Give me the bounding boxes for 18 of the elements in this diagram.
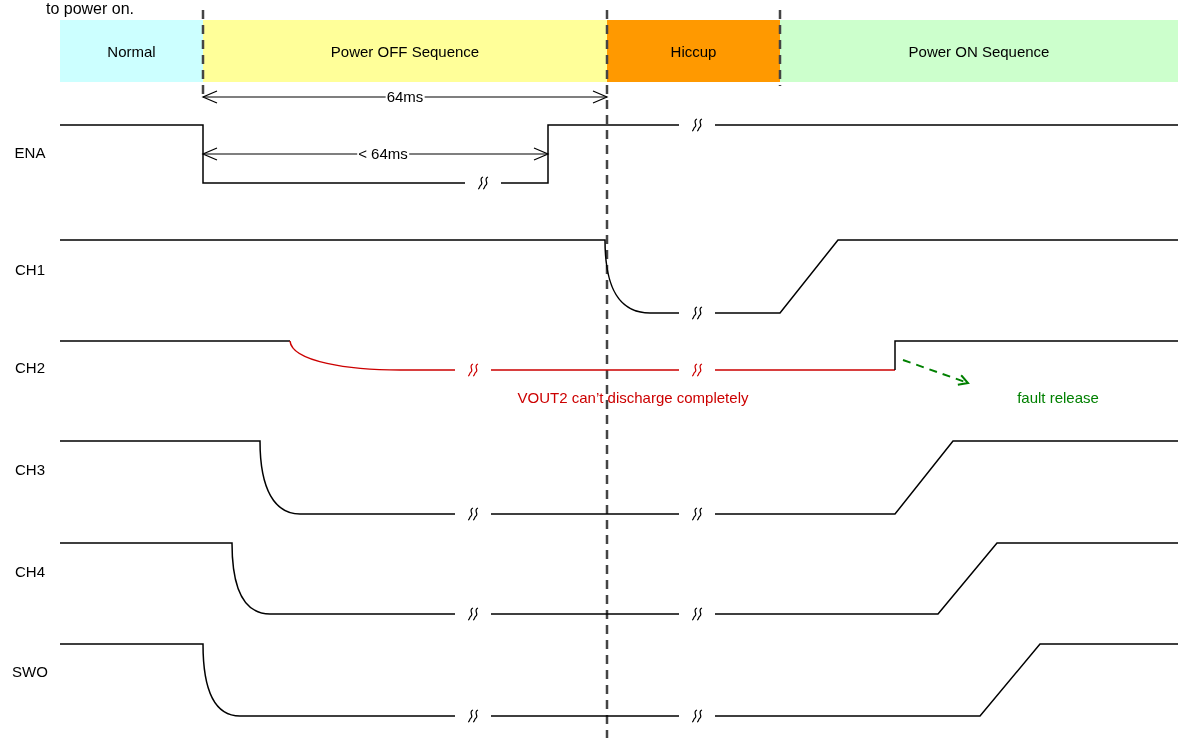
signal-name: CH1 [14,261,46,279]
signal-name: CH3 [14,461,46,479]
annotation-text: VOUT2 can’t discharge completely [516,389,750,407]
phase-label: Normal [107,42,156,60]
phase-band [780,20,1178,82]
phase-band [60,20,203,82]
signal-name: CH4 [14,563,46,581]
annotation-text: fault release [1017,389,1099,406]
note-text: to power on. [44,0,136,19]
arrow [902,359,969,386]
phase-band [607,20,780,82]
signal-name: CH2 [14,359,46,377]
signal-name: SWO [11,663,49,681]
phase-label: Power ON Sequence [908,42,1050,60]
phase-band [203,20,607,82]
phase-label: Hiccup [670,42,717,60]
phase-label: Power OFF Sequence [330,42,480,60]
signal-name: ENA [13,144,47,162]
